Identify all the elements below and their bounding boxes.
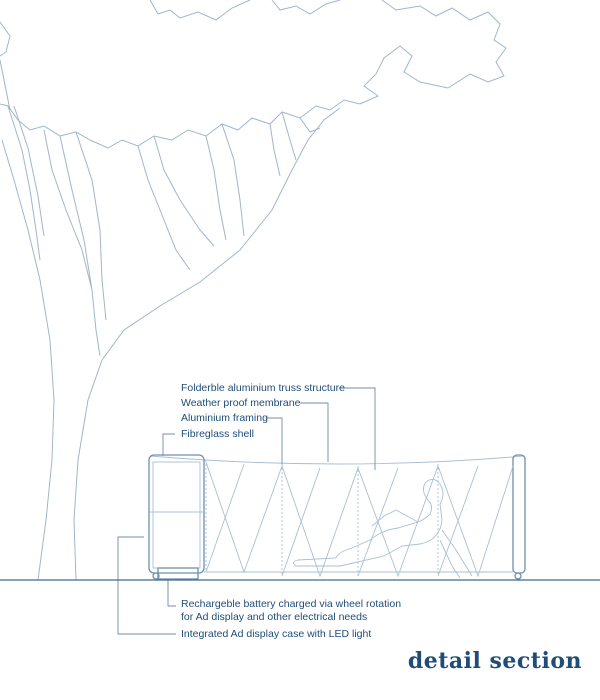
tree-branch-left (0, 59, 45, 261)
tree-branch-right (137, 111, 321, 271)
leader-ad-case (117, 536, 176, 635)
tree-canopy-outline (0, 0, 507, 149)
tree-trunk-outline (1, 107, 341, 581)
label-fibreglass-shell: Fibreglass shell (181, 428, 254, 440)
membrane-curve (149, 455, 525, 465)
fibreglass-shell (148, 454, 205, 574)
leader-battery (167, 579, 176, 607)
right-end-frame (512, 454, 526, 574)
label-battery-line2: for Ad display and other electrical need… (181, 611, 368, 623)
leader-membrane (300, 402, 329, 462)
label-battery-line1: Rechargeble battery charged via wheel ro… (181, 598, 402, 610)
wheel-left (152, 572, 160, 580)
leader-truss (339, 387, 376, 470)
label-aluminium-framing: Aluminium framing (181, 412, 268, 424)
label-weather-membrane: Weather proof membrane (181, 397, 301, 409)
label-ad-display-case: Integrated Ad display case with LED ligh… (181, 628, 372, 640)
truss-diagonals (205, 461, 514, 578)
leader-framing (266, 417, 283, 464)
label-truss-structure: Folderble aluminium truss structure (181, 382, 345, 394)
drawing-title: detail section (407, 648, 582, 674)
wheel-right (514, 572, 522, 580)
seated-figure (293, 479, 473, 579)
tree-branch-middle (43, 129, 107, 357)
ad-display-case (152, 461, 201, 569)
leader-shell (162, 433, 175, 456)
